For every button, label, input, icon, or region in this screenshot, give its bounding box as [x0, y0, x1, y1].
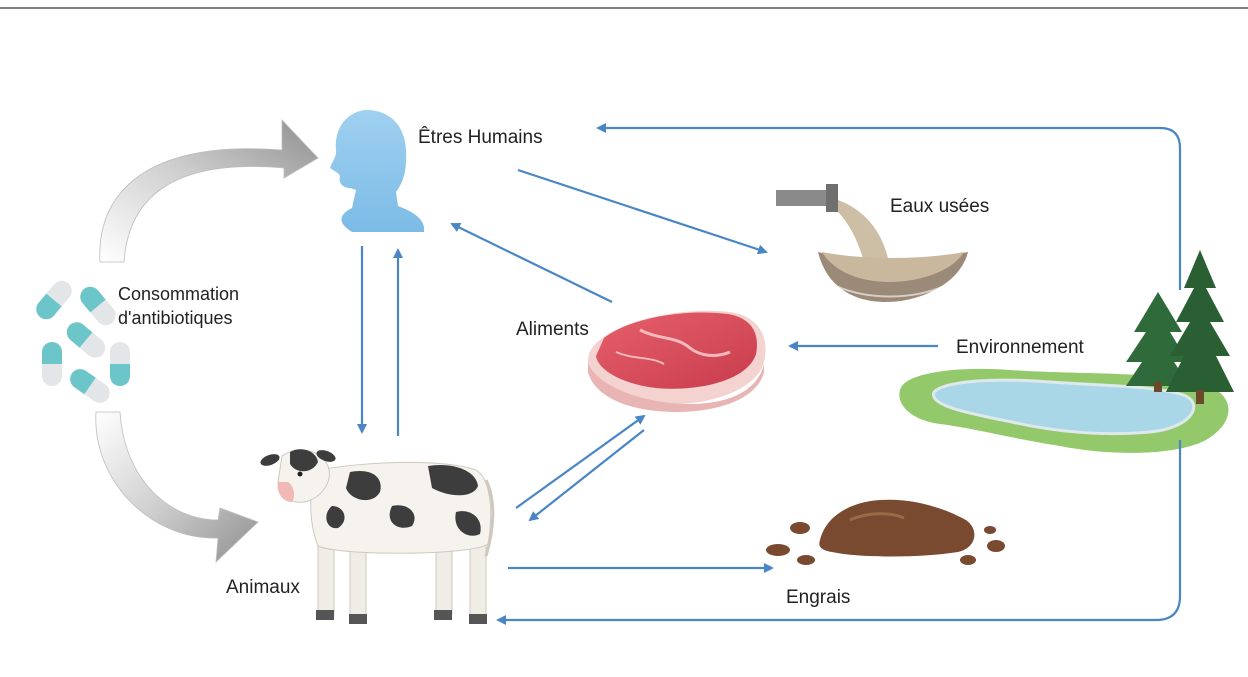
pills-icon: [32, 277, 130, 407]
label-animals: Animaux: [226, 576, 300, 600]
label-food: Aliments: [516, 318, 589, 342]
arrow-food-to-humans: [452, 224, 612, 302]
label-antibiotics-line1: Consommation: [118, 282, 239, 306]
gray-arrow-to-animals: [96, 412, 258, 562]
gray-arrow-to-humans: [100, 120, 318, 262]
arrow-animals-to-food: [516, 416, 644, 508]
label-environment: Environnement: [956, 336, 1084, 360]
arrow-food-to-animals: [530, 430, 644, 520]
label-wastewater: Eaux usées: [890, 195, 989, 219]
human-head-icon: [330, 110, 424, 232]
manure-icon: [766, 500, 1005, 565]
label-humans: Êtres Humains: [418, 126, 543, 150]
label-antibiotics-line2: d'antibiotiques: [118, 306, 233, 330]
arrow-humans-to-wastewater: [518, 170, 766, 252]
label-fertilizer: Engrais: [786, 586, 850, 610]
meat-icon: [588, 311, 766, 412]
